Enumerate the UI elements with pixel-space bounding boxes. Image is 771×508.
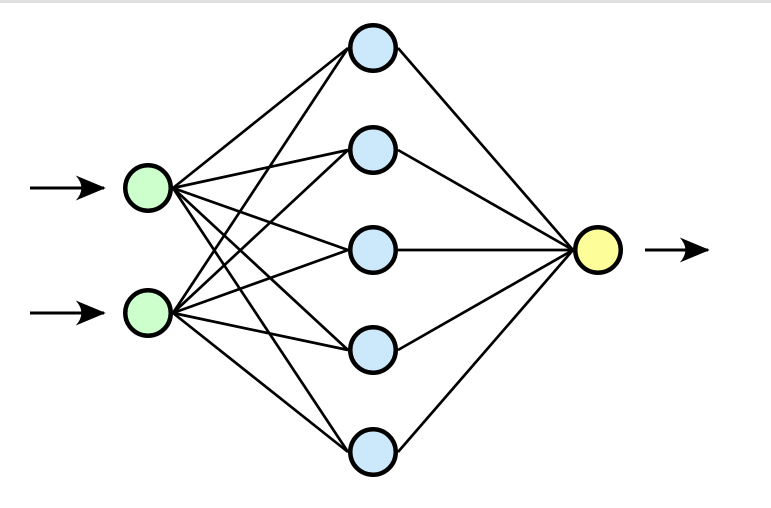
- hidden-node-5: [348, 427, 398, 477]
- edge-input-2-to-hidden-4: [172, 311, 349, 352]
- output-node-1: [573, 225, 623, 275]
- hidden-node-2: [348, 125, 398, 175]
- edge-hidden-5-to-output-1: [396, 249, 575, 453]
- window-top-border: [0, 0, 771, 3]
- edge-input-1-to-hidden-5: [171, 187, 350, 453]
- input-node-1: [123, 163, 173, 213]
- edge-hidden-1-to-output-1: [396, 47, 575, 251]
- edge-input-2-to-hidden-3: [172, 248, 349, 315]
- edge-hidden-2-to-output-1: [397, 148, 574, 252]
- edge-input-2-to-hidden-1: [171, 47, 350, 314]
- edge-input-1-to-hidden-2: [172, 148, 349, 190]
- edge-input-1-to-hidden-1: [172, 46, 349, 190]
- hidden-node-1: [348, 23, 398, 73]
- edge-input-2-to-hidden-5: [172, 311, 349, 454]
- edge-input-2-to-hidden-2: [172, 149, 349, 314]
- hidden-node-4: [348, 325, 398, 375]
- hidden-node-3: [348, 225, 398, 275]
- edge-input-1-to-hidden-4: [172, 187, 349, 351]
- input-node-2: [123, 288, 173, 338]
- edge-input-1-to-hidden-3: [172, 186, 349, 252]
- edge-hidden-4-to-output-1: [397, 248, 574, 352]
